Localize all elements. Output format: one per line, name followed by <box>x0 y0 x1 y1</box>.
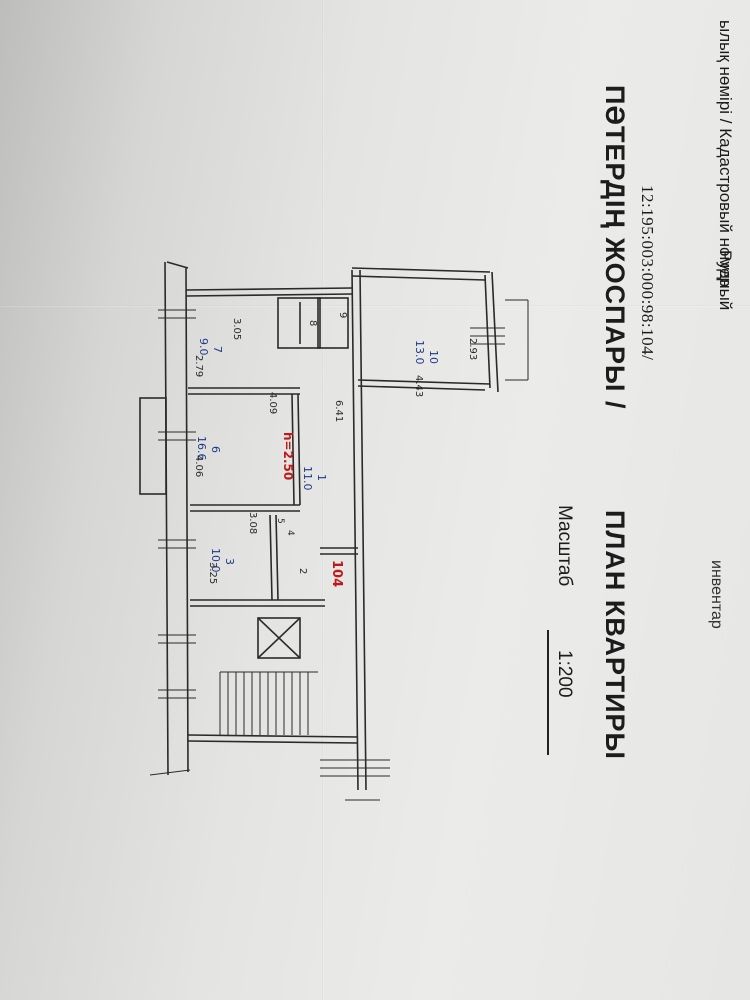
room-area: 9.0 <box>197 338 210 356</box>
plan-details <box>149 299 529 801</box>
room-area: 13.0 <box>413 340 426 365</box>
room-area: 10.0 <box>209 548 222 573</box>
room-dimension: 3.05 <box>231 318 242 340</box>
room-number: 4 <box>285 530 295 536</box>
room-number: 7 <box>211 346 224 353</box>
room-area: 11.0 <box>301 466 314 491</box>
paper-fold-horizontal <box>0 305 750 307</box>
room-dimension: 4.06 <box>193 455 204 477</box>
room-dimension: 4.43 <box>413 375 424 397</box>
room-dimension: 3.25 <box>207 562 218 584</box>
room-number: 6 <box>209 446 222 453</box>
room-labels: 10 13.0 4.43 2.93 9 8 7 9.0 3.05 2.79 6 … <box>193 312 478 587</box>
room-number: 10 <box>427 350 440 364</box>
plan-walls <box>139 261 499 791</box>
paper-fold-vertical <box>322 0 324 1000</box>
room-number: 9 <box>337 312 348 318</box>
room-number: 5 <box>275 518 285 524</box>
room-dimension: 3.08 <box>247 512 258 534</box>
room-number: 3 <box>223 558 236 565</box>
room-dimension: 6.41 <box>333 400 344 422</box>
room-dimension: 4.09 <box>267 392 278 414</box>
room-dimension: 2.93 <box>467 338 478 360</box>
room-dimension: 2.79 <box>193 355 204 377</box>
room-number: 2 <box>297 568 308 574</box>
apartment-number: 104 <box>329 560 344 587</box>
room-area: 16.6 <box>195 436 208 461</box>
room-number: 1 <box>315 474 328 481</box>
ceiling-height-note: h=2.50 <box>281 432 295 480</box>
room-number: 8 <box>307 320 318 326</box>
